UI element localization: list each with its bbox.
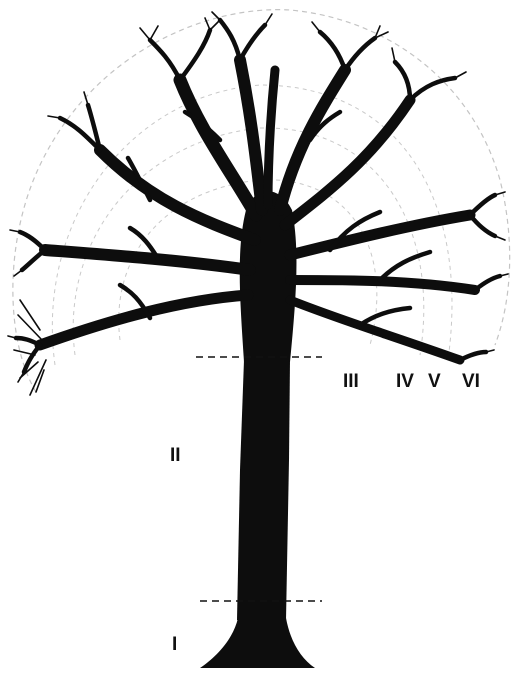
tree-root-flare bbox=[200, 618, 315, 668]
zone-label-vi: VI bbox=[462, 371, 480, 392]
zone-arc-v bbox=[51, 84, 453, 366]
zone-arc-iii bbox=[118, 179, 378, 346]
zone-label-ii: II bbox=[170, 445, 181, 466]
tree-fine-twigs bbox=[7, 11, 509, 396]
tree-trunk bbox=[237, 360, 290, 620]
tree-secondary-branches bbox=[13, 17, 503, 375]
zone-label-iv: IV bbox=[396, 371, 414, 392]
zone-label-v: V bbox=[428, 371, 441, 392]
zone-label-i: I bbox=[172, 634, 178, 655]
tree-silhouette bbox=[7, 11, 509, 668]
zone-label-iii: III bbox=[343, 371, 359, 392]
